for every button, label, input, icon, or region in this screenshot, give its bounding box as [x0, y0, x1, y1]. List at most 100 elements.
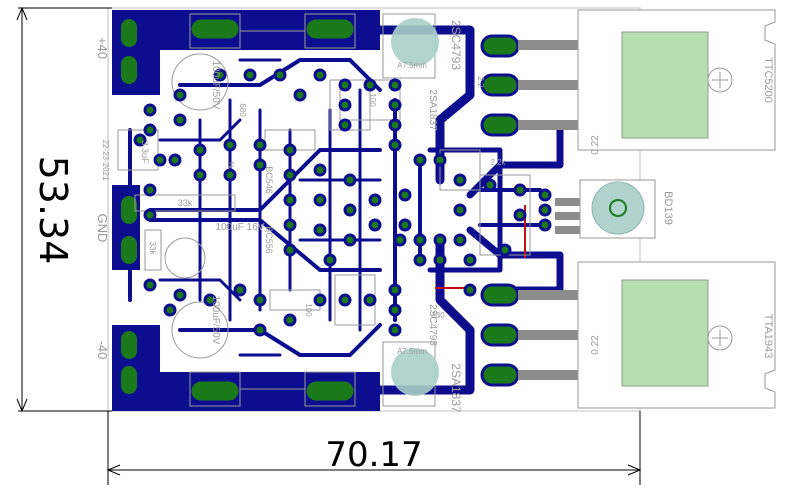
solder-pad	[253, 158, 267, 172]
tta1943-package	[577, 261, 776, 409]
solder-pad	[173, 113, 187, 127]
solder-pad	[338, 98, 352, 112]
resistor-100-a-label: 100	[368, 93, 377, 107]
solder-pad	[343, 233, 357, 247]
solder-pad	[388, 78, 402, 92]
small-pads	[133, 68, 552, 337]
solder-pad	[368, 193, 382, 207]
solder-pad	[283, 193, 297, 207]
bc546-label: BC546	[264, 166, 274, 194]
solder-pad	[193, 143, 207, 157]
solder-pad	[363, 78, 377, 92]
solder-pad	[273, 68, 287, 82]
solder-pad	[483, 178, 497, 192]
transistor-legs	[518, 40, 585, 380]
solder-pad	[513, 208, 527, 222]
solder-pad	[133, 133, 147, 147]
solder-pad	[538, 203, 552, 217]
solder-pad	[313, 293, 327, 307]
output-npn-label: TTC5200	[762, 57, 774, 103]
solder-pad	[313, 223, 327, 237]
solder-pad	[413, 153, 427, 167]
solder-pad	[338, 78, 352, 92]
solder-pad	[143, 123, 157, 137]
solder-pad	[283, 313, 297, 327]
solder-pad	[388, 98, 402, 112]
solder-pad	[143, 103, 157, 117]
cap-in-label: 100uF 16V	[216, 222, 265, 233]
emitter-r-top-label: 0.22	[590, 135, 601, 155]
driver-top-alt-label: 2SA1837	[427, 89, 438, 131]
solder-pad	[343, 173, 357, 187]
solder-pad	[413, 233, 427, 247]
bc556-label: BC556	[264, 226, 274, 254]
solder-pad	[388, 118, 402, 132]
solder-pad	[153, 153, 167, 167]
solder-pad	[398, 188, 412, 202]
solder-pad	[433, 233, 447, 247]
rail-label-gnd: GND	[95, 214, 110, 243]
solder-pad	[413, 253, 427, 267]
height-dimension: 53.34	[31, 156, 75, 265]
emitter-r-bottom-label: 0.22	[590, 335, 601, 355]
solder-pad	[338, 118, 352, 132]
output-pnp-label: TTA1943	[762, 314, 774, 358]
bd139-package	[579, 179, 656, 239]
solder-pad	[168, 153, 182, 167]
cap-bottom-label: 100uF/50V	[210, 296, 221, 345]
solder-pad	[513, 183, 527, 197]
solder-pad	[393, 233, 407, 247]
solder-pad	[163, 303, 177, 317]
rail-label-pos: +40	[95, 37, 110, 59]
solder-pad	[253, 138, 267, 152]
resistor-33k-a-label: 33k	[178, 198, 193, 208]
solder-pad	[338, 293, 352, 307]
solder-pad	[453, 203, 467, 217]
hole-label-bottom: A7.5mm	[397, 347, 427, 356]
solder-pad	[233, 283, 247, 297]
solder-pad	[293, 88, 307, 102]
solder-pad	[453, 233, 467, 247]
driver-bottom-alt-label: 2SC4793	[427, 304, 438, 346]
solder-pad	[223, 138, 237, 152]
solder-pad	[388, 283, 402, 297]
solder-pad	[193, 168, 207, 182]
solder-pad	[368, 218, 382, 232]
solder-pad	[398, 218, 412, 232]
solder-pad	[173, 288, 187, 302]
solder-pad	[323, 253, 337, 267]
solder-pad	[343, 203, 357, 217]
solder-pad	[253, 323, 267, 337]
resistor-330-label: 330	[431, 311, 445, 320]
solder-pad	[143, 208, 157, 222]
resistor-1k-label: 1k	[226, 161, 235, 170]
date-label: 22-23-2021	[101, 140, 110, 181]
solder-pad	[283, 218, 297, 232]
solder-pad	[463, 283, 477, 297]
solder-pad	[253, 293, 267, 307]
solder-pad	[433, 153, 447, 167]
solder-pad	[538, 218, 552, 232]
solder-pad	[213, 68, 227, 82]
hole-label-top: A7.5mm	[397, 61, 427, 70]
solder-pad	[433, 253, 447, 267]
resistor-2-2k-label: 2.2k	[490, 158, 506, 167]
solder-pad	[538, 188, 552, 202]
solder-pad	[143, 278, 157, 292]
solder-pad	[313, 163, 327, 177]
solder-pad	[243, 68, 257, 82]
solder-pad	[223, 168, 237, 182]
solder-pad	[388, 303, 402, 317]
solder-pad	[463, 253, 477, 267]
resistor-100-b-label: 100	[304, 303, 313, 317]
driver-mounting-holes	[382, 13, 439, 407]
solder-pad	[313, 68, 327, 82]
rail-pads	[119, 17, 139, 396]
resistor-2-2-label: 2.2	[476, 76, 485, 88]
resistor-680-label: 680	[238, 103, 247, 117]
ttc5200-package	[577, 9, 776, 151]
cap-mid-label: 3.3uF	[140, 140, 150, 164]
solder-pad	[498, 243, 512, 257]
dimension-lines	[16, 6, 642, 485]
